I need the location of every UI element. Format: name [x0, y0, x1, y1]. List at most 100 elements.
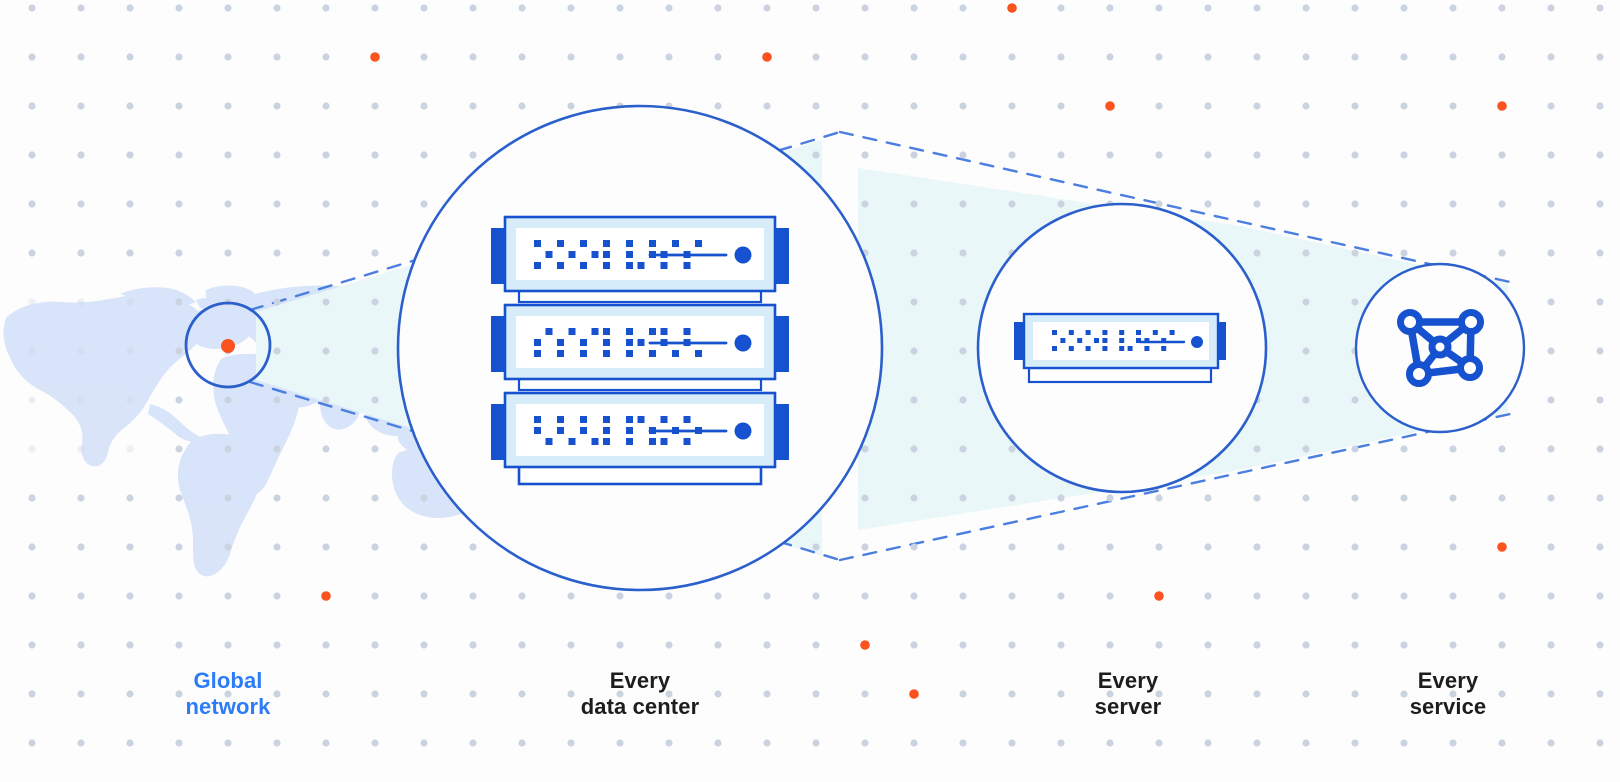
grid-dot-orange	[321, 591, 331, 601]
grid-dot	[665, 739, 673, 747]
grid-dot	[77, 53, 85, 61]
grid-dot	[1449, 641, 1457, 649]
grid-dot	[1204, 102, 1212, 110]
grid-dot	[1302, 4, 1310, 12]
grid-dot	[763, 739, 771, 747]
grid-dot	[28, 249, 36, 257]
grid-dot	[1596, 690, 1604, 698]
grid-dot	[322, 151, 330, 159]
grid-dot	[861, 690, 869, 698]
grid-dot	[1351, 102, 1359, 110]
grid-dot	[126, 543, 134, 551]
grid-dot	[1351, 592, 1359, 600]
grid-dot	[1057, 53, 1065, 61]
server-led	[1060, 338, 1066, 343]
grid-dot	[959, 298, 967, 306]
grid-dot	[1351, 445, 1359, 453]
grid-dot	[1204, 739, 1212, 747]
grid-dot	[77, 200, 85, 208]
grid-dot	[1351, 739, 1359, 747]
grid-dot	[1547, 543, 1555, 551]
grid-dot	[1302, 543, 1310, 551]
grid-dot	[861, 102, 869, 110]
grid-dot-orange	[1497, 542, 1507, 552]
server-led	[534, 416, 541, 423]
server-led	[603, 251, 610, 258]
grid-dot	[126, 298, 134, 306]
grid-dot	[959, 494, 967, 502]
grid-dot	[1253, 592, 1261, 600]
grid-dot	[126, 592, 134, 600]
grid-dot	[322, 347, 330, 355]
grid-dot	[175, 200, 183, 208]
grid-dot	[1302, 396, 1310, 404]
grid-dot	[322, 739, 330, 747]
grid-dot	[959, 151, 967, 159]
grid-dot	[1008, 151, 1016, 159]
grid-dot	[420, 543, 428, 551]
grid-dot	[1057, 494, 1065, 502]
grid-dot	[861, 445, 869, 453]
server-led	[626, 240, 633, 247]
grid-dot	[224, 543, 232, 551]
grid-dot	[1449, 739, 1457, 747]
grid-dot	[1547, 249, 1555, 257]
grid-dot	[175, 494, 183, 502]
grid-dot	[1106, 592, 1114, 600]
grid-dot	[1057, 641, 1065, 649]
grid-dot	[567, 739, 575, 747]
server-led	[626, 339, 633, 346]
grid-dot	[1351, 543, 1359, 551]
server-unit	[491, 215, 789, 293]
grid-dot-orange	[370, 52, 380, 62]
grid-dot	[1057, 200, 1065, 208]
grid-dot	[77, 4, 85, 12]
grid-dot	[616, 53, 624, 61]
server-led	[1094, 338, 1099, 343]
server-led	[534, 262, 541, 269]
stage-label-service: Every service	[1409, 668, 1487, 719]
grid-dot	[959, 445, 967, 453]
grid-dot	[224, 53, 232, 61]
grid-dot	[1498, 690, 1506, 698]
grid-dot	[1302, 102, 1310, 110]
grid-dot	[371, 543, 379, 551]
server-led	[695, 350, 702, 357]
grid-dot	[1106, 53, 1114, 61]
grid-dot	[224, 641, 232, 649]
grid-dot	[469, 641, 477, 649]
grid-dot	[420, 592, 428, 600]
grid-dot	[322, 543, 330, 551]
grid-dot	[322, 298, 330, 306]
grid-dot	[1498, 739, 1506, 747]
server-led	[580, 240, 587, 247]
grid-dot	[567, 4, 575, 12]
server-led	[660, 262, 668, 269]
grid-dot	[273, 494, 281, 502]
grid-dot	[28, 200, 36, 208]
grid-dot	[273, 249, 281, 257]
grid-dot	[861, 151, 869, 159]
grid-dot	[812, 690, 820, 698]
grid-dot	[518, 739, 526, 747]
grid-dot	[224, 200, 232, 208]
grid-dot	[1155, 53, 1163, 61]
grid-dot	[1253, 543, 1261, 551]
server-led	[534, 350, 541, 357]
grid-dot	[322, 494, 330, 502]
grid-dot	[910, 739, 918, 747]
server-led	[557, 339, 564, 346]
grid-dot	[1400, 102, 1408, 110]
grid-dot	[126, 200, 134, 208]
grid-dot	[1253, 690, 1261, 698]
grid-dot	[1204, 200, 1212, 208]
grid-dot-orange	[1007, 3, 1017, 13]
grid-dot	[1106, 641, 1114, 649]
grid-dot	[1302, 249, 1310, 257]
cone-line-top-2	[838, 130, 1512, 284]
server-led	[660, 438, 668, 445]
server-led	[1169, 330, 1175, 335]
server-led	[637, 416, 645, 423]
grid-dot	[959, 641, 967, 649]
server-led	[626, 328, 633, 335]
